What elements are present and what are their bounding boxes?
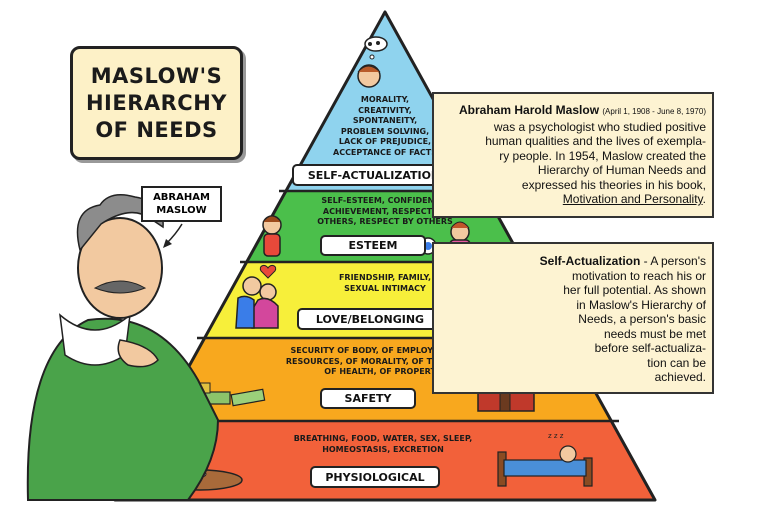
thinking-person-icon [357,36,388,88]
bio-dates: (April 1, 1908 - June 8, 1970) [602,107,706,116]
maslow-bio-text: Abraham Harold Maslow (April 1, 1908 - J… [459,103,706,206]
maslow-figure-icon [26,194,220,501]
arrow-icon [163,223,183,248]
name-tag-line-1: ABRAHAM [153,192,210,203]
self-actualization-definition-box [432,242,714,394]
name-tag-line-2: MASLOW [156,205,207,216]
definition-term: Self-Actualization [539,254,641,268]
label-safety: SAFETY [320,388,416,409]
physiological-needs: BREATHING, FOOD, WATER, SEX, SLEEP,HOMEO… [293,434,473,454]
label-physiological: PHYSIOLOGICAL [310,466,440,488]
label-self-actualization: SELF-ACTUALIZATION [292,164,456,186]
bed-icon: z z z [497,432,593,487]
love-belonging-needs: FRIENDSHIP, FAMILY,SEXUAL INTIMACY [338,273,432,293]
title-line-3: OF NEEDS [95,117,218,142]
label-love-belonging: LOVE/BELONGING [297,308,443,330]
esteem-needs: SELF-ESTEEM, CONFIDENCE,ACHIEVEMENT, RES… [317,196,453,226]
dream-bubble-icon [364,36,388,52]
title-line-1: MASLOW'S [90,63,223,88]
title-line-2: HIERARCHY [85,90,228,115]
svg-text:z z z: z z z [548,432,564,440]
book-title: Motivation and Personality [562,192,703,206]
heart-icon [259,264,277,279]
bio-name: Abraham Harold Maslow [459,103,600,117]
label-esteem: ESTEEM [320,235,426,256]
maslow-bio-box [432,92,714,218]
name-tag: ABRAHAM MASLOW [141,186,222,222]
self-actualization-definition-text: Self-Actualization - A person's motivati… [539,254,706,384]
title-box: MASLOW'S HIERARCHY OF NEEDS [70,46,243,160]
self-actualization-needs: MORALITY,CREATIVITY,SPONTANEITY, PROBLEM… [333,95,437,157]
